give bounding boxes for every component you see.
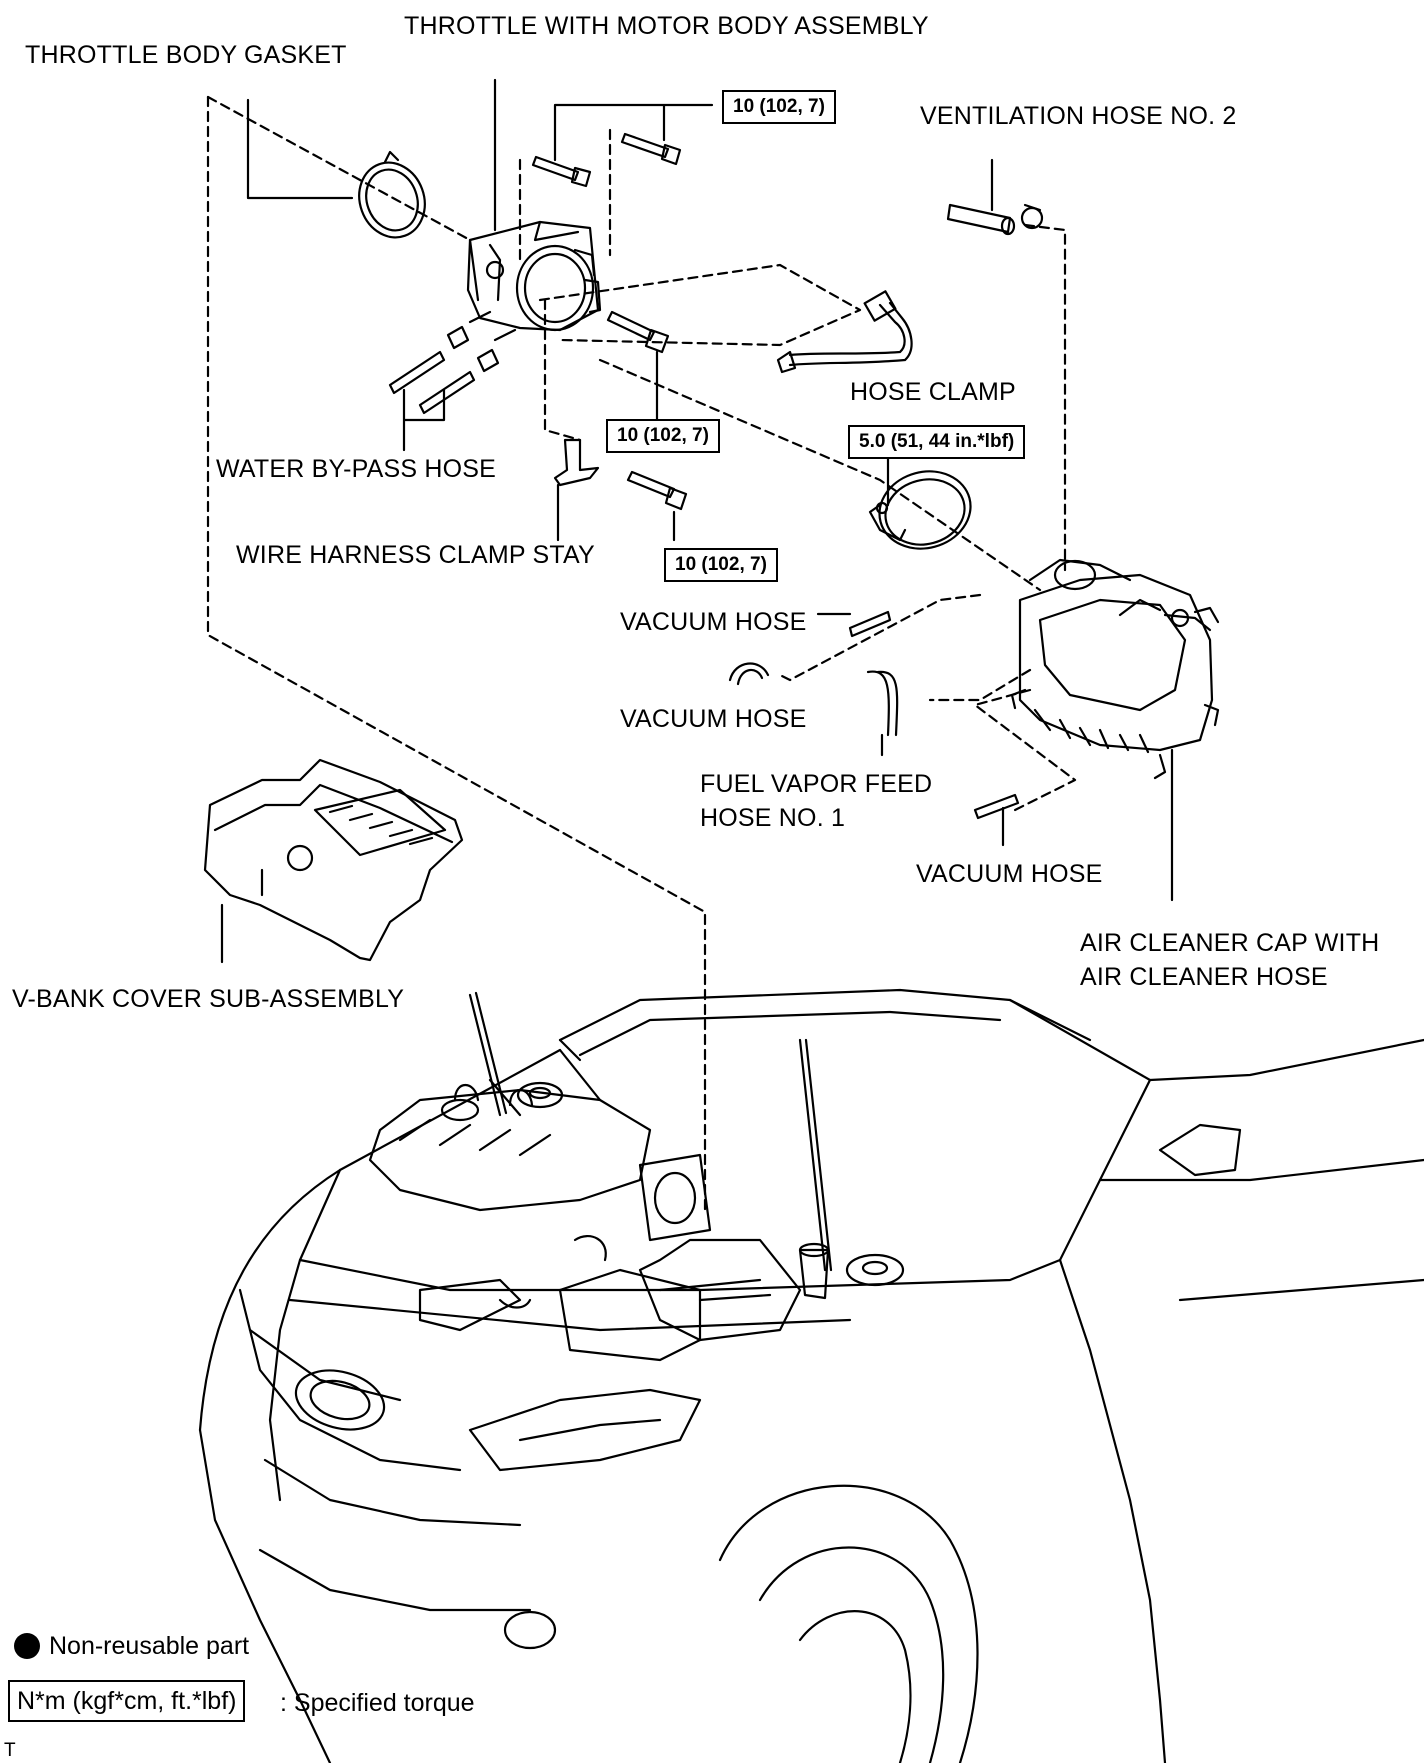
- breather-hose-drawing: [776, 290, 913, 374]
- label-vacuum-hose-2: VACUUM HOSE: [620, 705, 807, 733]
- legend-specified-torque: : Specified torque: [280, 1689, 475, 1717]
- ventilation-hose-drawing: [946, 203, 1044, 236]
- label-fuel-vapor-feed-hose-line2: HOSE NO. 1: [700, 804, 846, 832]
- wire-harness-clamp-stay-drawing: [553, 438, 600, 487]
- label-water-bypass-hose: WATER BY-PASS HOSE: [216, 455, 497, 483]
- legend-non-reusable: Non-reusable part: [49, 1632, 250, 1660]
- middle-bolt-drawing: [606, 310, 670, 354]
- car-drawing: [198, 988, 1424, 1763]
- legend-torque-format: N*m (kgf*cm, ft.*lbf): [8, 1680, 246, 1722]
- throttle-body-drawing: [466, 220, 602, 332]
- torque-hose-clamp: 5.0 (51, 44 in.*lbf): [848, 425, 1026, 459]
- label-throttle-body-gasket: THROTTLE BODY GASKET: [25, 41, 347, 69]
- clamp-stay-bolt-drawing: [626, 470, 688, 511]
- torque-top-bolts: 10 (102, 7): [722, 90, 836, 124]
- leader-top-bolts: [553, 103, 714, 162]
- label-hose-clamp: HOSE CLAMP: [850, 378, 1016, 406]
- torque-middle-bolt: 10 (102, 7): [606, 419, 720, 453]
- label-ventilation-hose-2: VENTILATION HOSE NO. 2: [920, 102, 1237, 130]
- vbank-cover-drawing: [203, 758, 464, 962]
- non-reusable-bullet-icon: [14, 1633, 40, 1659]
- label-air-cleaner-cap-line1: AIR CLEANER CAP WITH: [1080, 929, 1380, 957]
- assembly-guide-lines: [206, 95, 1077, 1212]
- label-wire-harness-clamp-stay: WIRE HARNESS CLAMP STAY: [236, 541, 595, 569]
- torque-clamp-stay-bolt: 10 (102, 7): [664, 548, 778, 582]
- label-throttle-motor-assembly: THROTTLE WITH MOTOR BODY ASSEMBLY: [404, 12, 929, 40]
- throttle-body-gasket-drawing: [358, 150, 426, 239]
- label-vacuum-hose-3: VACUUM HOSE: [916, 860, 1103, 888]
- top-bolts-drawing: [531, 132, 682, 188]
- leader-gasket: [246, 98, 354, 200]
- label-fuel-vapor-feed-hose-line1: FUEL VAPOR FEED: [700, 770, 933, 798]
- label-air-cleaner-cap-line2: AIR CLEANER HOSE: [1080, 963, 1328, 991]
- water-bypass-hose-drawing: [388, 310, 517, 415]
- label-vacuum-hose-1: VACUUM HOSE: [620, 608, 807, 636]
- vacuum-hoses-drawing: [728, 610, 1020, 820]
- hose-clamp-drawing: [868, 470, 972, 550]
- corner-mark: T: [4, 1740, 16, 1761]
- label-vbank-cover: V-BANK COVER SUB-ASSEMBLY: [12, 985, 405, 1013]
- air-cleaner-cap-drawing: [1010, 558, 1220, 780]
- leader-water-bypass: [402, 388, 446, 452]
